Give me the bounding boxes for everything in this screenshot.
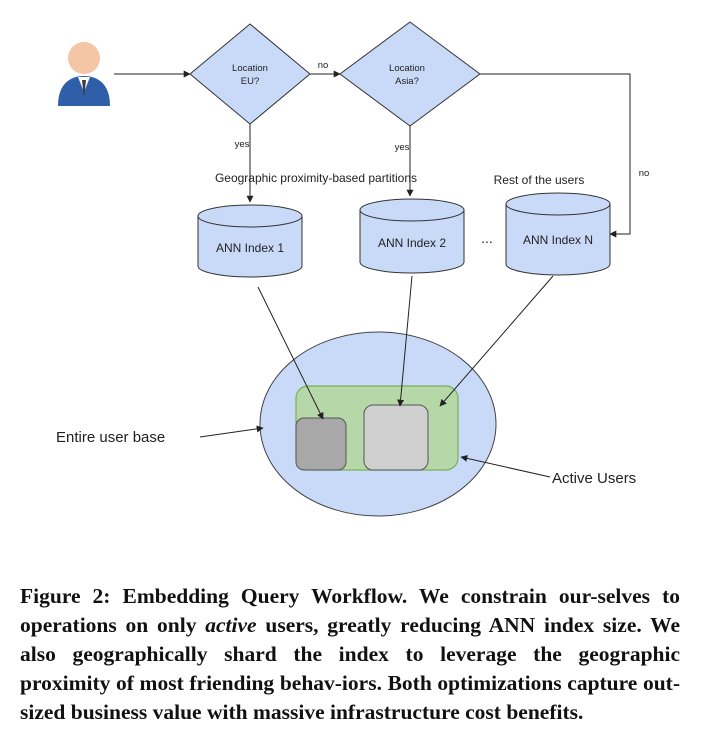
edge-label-no-2: no	[639, 168, 650, 179]
ann-index-1-cylinder: ANN Index 1	[197, 204, 303, 278]
ellipsis: ...	[481, 230, 493, 246]
edge-label-no-1: no	[318, 60, 329, 71]
caption-emphasis: active	[205, 612, 257, 637]
decision-asia-line1: Location	[389, 63, 425, 74]
ann-index-1-label: ANN Index 1	[216, 241, 284, 255]
edge-asia-to-indexn	[480, 73, 631, 238]
entire-user-base-label: Entire user base	[56, 429, 165, 446]
edge-index1-to-shard1	[257, 286, 324, 420]
decision-asia-line2: Asia?	[395, 76, 419, 87]
rest-of-users-label: Rest of the users	[494, 173, 585, 187]
ann-index-2-label: ANN Index 2	[378, 236, 446, 250]
edge-label-yes-1: yes	[235, 139, 250, 150]
edge-index2-to-shard2	[397, 275, 413, 407]
active-users-label: Active Users	[552, 470, 636, 487]
ann-index-n-label: ANN Index N	[523, 233, 593, 247]
user-icon	[58, 42, 110, 106]
active-shard-2	[363, 404, 429, 471]
caption-rest: users, greatly reducing ANN index size. …	[20, 612, 680, 724]
edge-label-yes-2: yes	[395, 142, 410, 153]
decision-location-eu: Location EU?	[189, 23, 311, 125]
figure-caption: Figure 2: Embedding Query Workflow. We c…	[20, 582, 680, 727]
active-shard-1	[295, 417, 347, 471]
decision-eu-line2: EU?	[241, 76, 259, 87]
ann-index-n-cylinder: ANN Index N	[505, 192, 611, 276]
decision-eu-line1: Location	[232, 63, 268, 74]
edge-label-to-ellipse	[199, 425, 264, 438]
edge-indexn-to-active	[439, 275, 554, 407]
decision-location-asia: Location Asia?	[339, 21, 481, 127]
ann-index-2-cylinder: ANN Index 2	[359, 198, 465, 274]
workflow-diagram: Location EU? Location Asia? no yes yes n…	[56, 21, 650, 517]
partition-label: Geographic proximity-based partitions	[215, 171, 417, 185]
edge-label-to-active	[460, 454, 551, 478]
caption-lead: Figure 2: Embedding Query Workflow. We c…	[20, 583, 680, 637]
